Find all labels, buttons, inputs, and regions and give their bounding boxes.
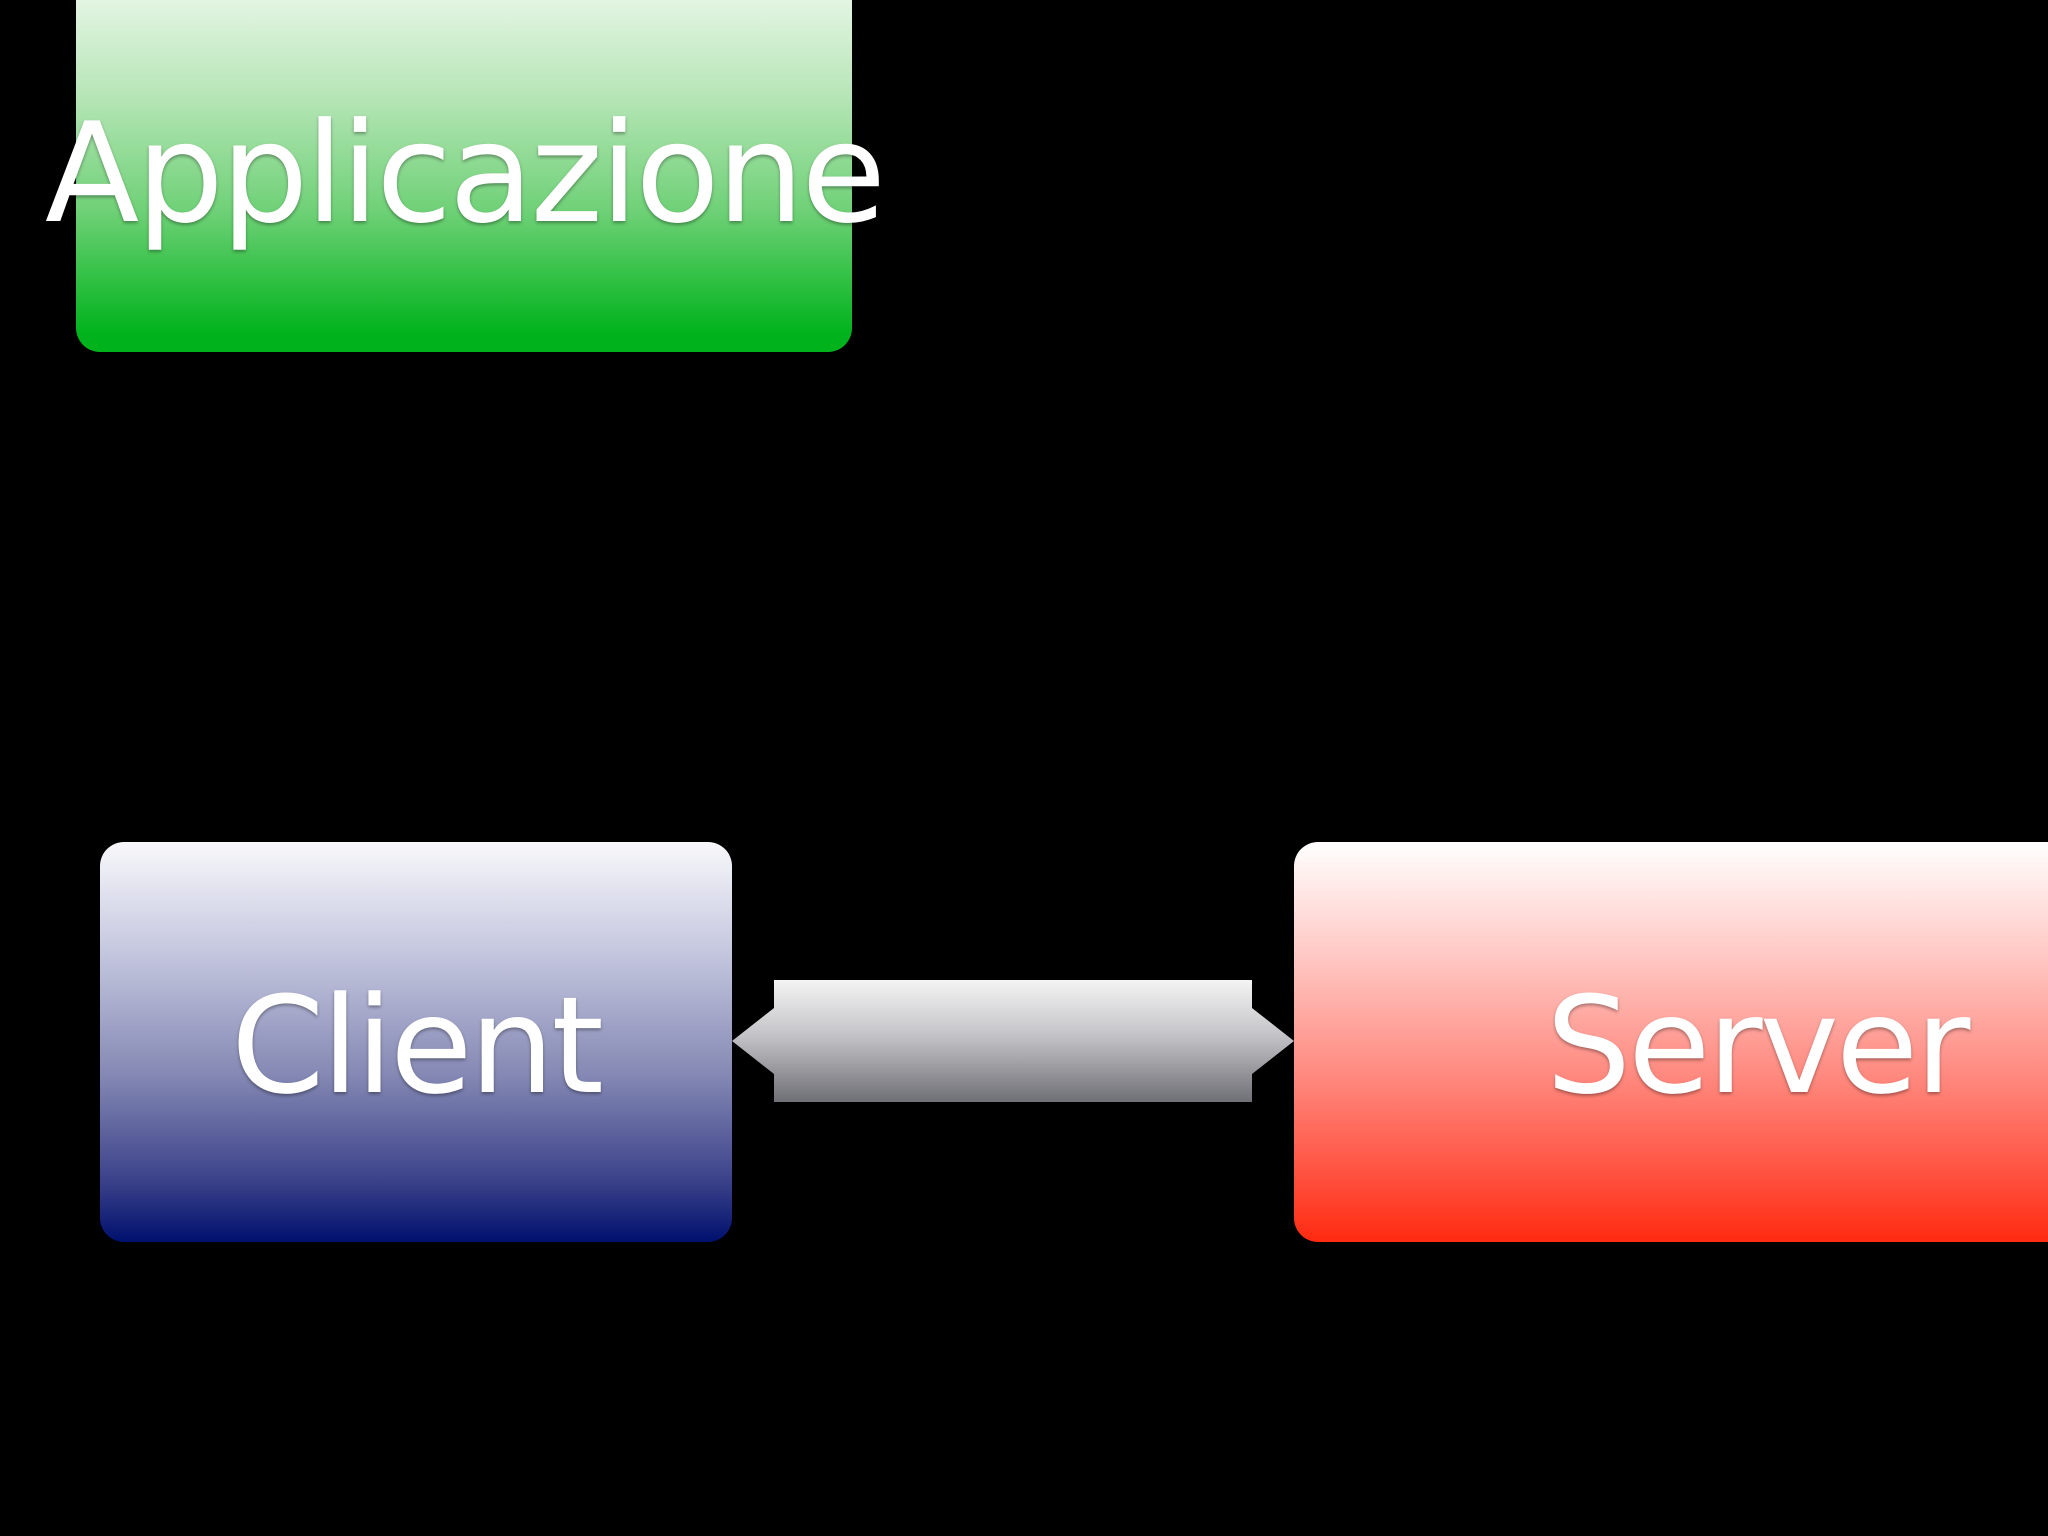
client-label: Client [231,968,604,1124]
server-box: Server [1294,842,2048,1242]
application-label: Applicazione [44,93,886,254]
client-box: Client [100,842,732,1242]
arrow-shape [732,980,1294,1102]
application-box: Applicazione [45,0,886,352]
bidirectional-arrow [732,980,1294,1102]
server-label: Server [1546,968,1970,1124]
